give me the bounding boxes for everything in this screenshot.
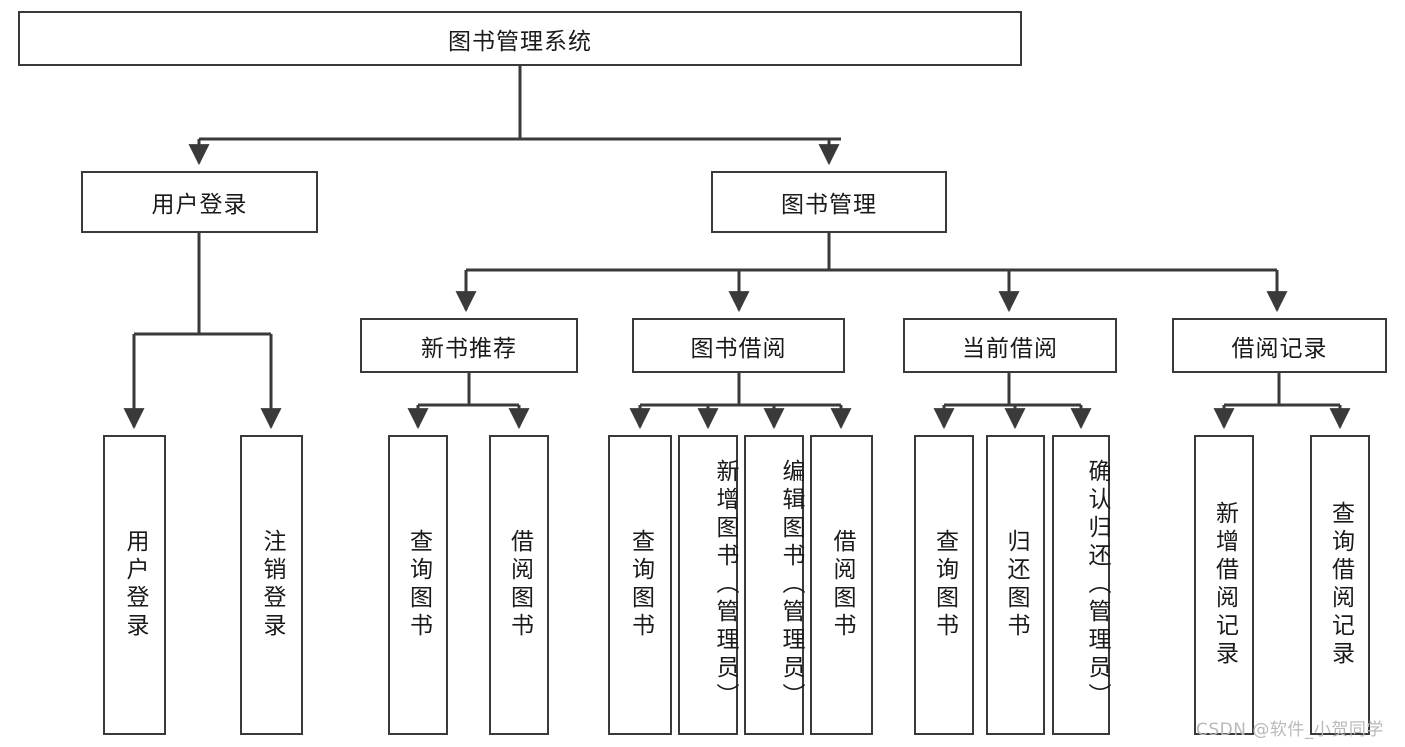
node-book-management[interactable]: 图书管理 bbox=[711, 171, 947, 233]
leaf-query-books-recommend[interactable]: 查询图书 bbox=[388, 435, 448, 735]
leaf-add-book-admin[interactable]: 新增图书（管理员） bbox=[678, 435, 738, 735]
node-book-borrow-label: 图书借阅 bbox=[690, 335, 787, 362]
node-current-borrow-label: 当前借阅 bbox=[962, 335, 1058, 362]
leaf-query-books-current[interactable]: 查询图书 bbox=[914, 435, 974, 735]
leaf-label: 查询借阅记录 bbox=[1327, 501, 1354, 669]
node-new-book-recommend[interactable]: 新书推荐 bbox=[360, 318, 578, 373]
leaf-label: 确认归还（管理员） bbox=[1084, 459, 1110, 711]
node-borrow-records[interactable]: 借阅记录 bbox=[1172, 318, 1387, 373]
watermark: CSDN @软件_小贺同学 bbox=[1196, 720, 1384, 740]
node-user-login-label: 用户登录 bbox=[151, 192, 248, 218]
node-current-borrow[interactable]: 当前借阅 bbox=[903, 318, 1117, 373]
node-root-label: 图书管理系统 bbox=[448, 28, 592, 55]
leaf-label: 查询图书 bbox=[405, 529, 432, 641]
leaf-query-books-borrow[interactable]: 查询图书 bbox=[608, 435, 672, 735]
leaf-label: 借阅图书 bbox=[829, 529, 855, 641]
leaf-label: 查询图书 bbox=[627, 529, 654, 641]
leaf-label: 查询图书 bbox=[931, 529, 958, 641]
leaf-borrow-books[interactable]: 借阅图书 bbox=[810, 435, 873, 735]
leaf-label: 用户登录 bbox=[122, 529, 148, 641]
leaf-edit-book-admin[interactable]: 编辑图书（管理员） bbox=[744, 435, 804, 735]
leaf-logout[interactable]: 注销登录 bbox=[240, 435, 303, 735]
leaf-label: 注销登录 bbox=[259, 529, 285, 641]
leaf-label: 归还图书 bbox=[1003, 529, 1029, 641]
leaf-query-borrow-record[interactable]: 查询借阅记录 bbox=[1310, 435, 1370, 735]
leaf-label: 新增图书（管理员） bbox=[712, 459, 738, 711]
node-book-borrow[interactable]: 图书借阅 bbox=[632, 318, 845, 373]
node-borrow-records-label: 借阅记录 bbox=[1231, 335, 1328, 362]
node-book-management-label: 图书管理 bbox=[781, 192, 877, 218]
leaf-label: 新增借阅记录 bbox=[1211, 501, 1238, 669]
leaf-confirm-return-admin[interactable]: 确认归还（管理员） bbox=[1052, 435, 1110, 735]
leaf-add-borrow-record[interactable]: 新增借阅记录 bbox=[1194, 435, 1254, 735]
leaf-return-books[interactable]: 归还图书 bbox=[986, 435, 1045, 735]
leaf-label: 编辑图书（管理员） bbox=[778, 459, 804, 711]
leaf-borrow-books-recommend[interactable]: 借阅图书 bbox=[489, 435, 549, 735]
node-user-login[interactable]: 用户登录 bbox=[81, 171, 318, 233]
node-root[interactable]: 图书管理系统 bbox=[18, 11, 1022, 66]
leaf-label: 借阅图书 bbox=[506, 529, 533, 641]
leaf-user-login[interactable]: 用户登录 bbox=[103, 435, 166, 735]
node-new-book-recommend-label: 新书推荐 bbox=[421, 335, 517, 362]
